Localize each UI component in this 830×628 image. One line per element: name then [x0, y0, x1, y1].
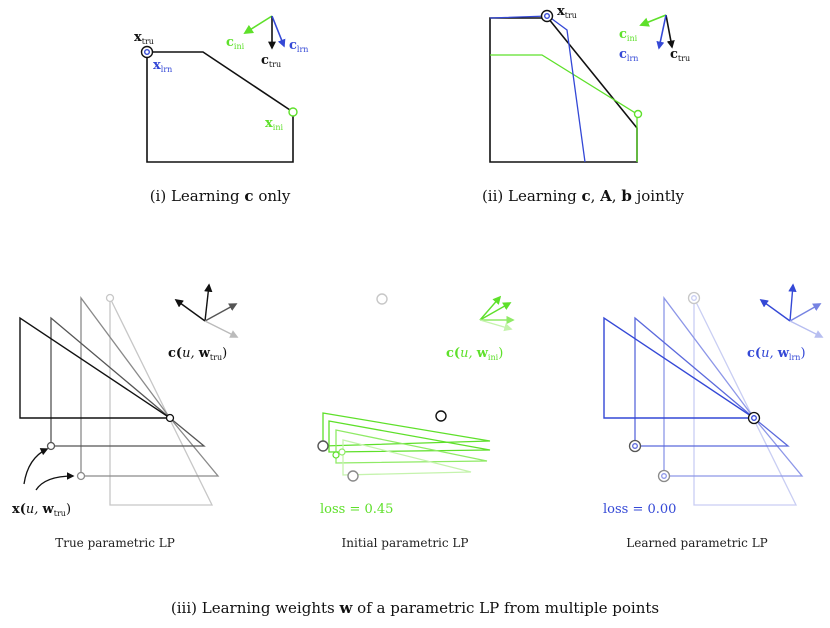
c-tru-label: ctru: [261, 53, 281, 69]
c-lrn-label: clrn: [289, 38, 308, 54]
c-ini-arrow-2: [479, 302, 512, 321]
panel-iii-true: c(u, wtru) x(u, wtru) True parametric LP: [12, 283, 239, 550]
c-lrn-arrow: [656, 14, 667, 50]
feasible-region-initial-3: [335, 429, 488, 464]
initial-solution-2: [338, 448, 346, 456]
c-tru-arrow: [665, 14, 675, 49]
panel-ii-caption: (ii) Learning c, A, b jointly: [482, 187, 685, 205]
c-lrn-arrow: [271, 15, 286, 48]
true-lp-caption: True parametric LP: [55, 536, 175, 550]
panel-i-caption: (i) Learning c only: [150, 187, 291, 205]
x-lrn-marker-inner: [143, 49, 150, 56]
c-lrn-arrow-4: [789, 320, 824, 338]
x-tru-label: xtru: [134, 30, 154, 46]
solution-point-1: [165, 413, 175, 423]
feasible-region-true: [146, 51, 294, 163]
feasible-region-learned-2: [634, 316, 790, 447]
c-ini-label: cini: [226, 35, 245, 51]
feasible-region-true-1: [19, 316, 173, 419]
panel-iii-initial: c(u, wini) loss = 0.45 Initial parametri…: [317, 293, 515, 550]
initial-point-true-4: [376, 293, 388, 305]
x-lrn-marker-inner: [544, 12, 551, 19]
x-lrn-label: xlrn: [153, 58, 172, 74]
learned-point-3-inner: [661, 473, 667, 479]
c-true-arrow-1: [174, 299, 206, 322]
c-ini-label: c(u, wini): [446, 346, 503, 362]
c-tru-label: ctru: [670, 47, 690, 63]
c-lrn-arrow-3: [789, 303, 822, 322]
c-true-arrow-3: [204, 303, 238, 322]
feasible-region-initial-1: [322, 412, 491, 447]
c-ini-arrow: [639, 14, 667, 27]
panel-i: xtru xlrn xini cini clrn ctru (i) Learni…: [134, 15, 308, 205]
learned-point-4-inner: [691, 295, 697, 301]
c-lrn-arrow-1: [759, 299, 791, 322]
feasible-region-initial: [490, 54, 638, 162]
solution-point-4: [105, 293, 115, 303]
c-true-arrow-2: [204, 283, 213, 322]
initial-solution-1: [332, 451, 340, 459]
feasible-region-initial-2: [328, 420, 491, 453]
x-ini-marker: [633, 109, 643, 119]
x-ini-label: xini: [265, 116, 283, 132]
c-ini-label: cini: [619, 27, 638, 43]
learned-lp-caption: Learned parametric LP: [626, 536, 767, 550]
learned-point-3-outer: [657, 469, 671, 483]
initial-lp-caption: Initial parametric LP: [342, 536, 469, 550]
loss-initial: loss = 0.45: [320, 502, 393, 517]
feasible-region-learned-4: [693, 297, 798, 506]
feasible-region-learned-1: [603, 316, 757, 419]
panel-ii: xtru cini clrn ctru (ii) Learning c, A, …: [482, 4, 690, 205]
x-tru-marker-outer: [140, 45, 154, 59]
feasible-region-initial-4: [342, 439, 472, 476]
c-true-arrow-4: [204, 320, 239, 338]
c-lrn-arrow-2: [788, 283, 797, 322]
figure-caption: (iii) Learning weights w of a parametric…: [171, 599, 659, 617]
x-ini-marker: [288, 107, 298, 117]
c-ini-arrow-4: [479, 319, 513, 332]
initial-point-true-3: [347, 470, 359, 482]
learned-point-1-inner: [751, 415, 757, 421]
c-ini-arrow: [243, 15, 273, 35]
feasible-region-true-3: [80, 296, 220, 477]
loss-learned: loss = 0.00: [603, 502, 676, 517]
learned-point-4-outer: [687, 291, 701, 305]
solution-point-2: [46, 441, 56, 451]
feasible-region-true: [489, 17, 638, 163]
initial-point-true-1: [435, 410, 447, 422]
x-true-label: x(u, wtru): [12, 502, 71, 518]
x-annotation-arrow-2: [35, 472, 75, 491]
learned-point-2-inner: [632, 443, 638, 449]
learned-point-1-outer: [747, 411, 761, 425]
x-tru-marker-outer: [540, 9, 554, 23]
x-annotation-arrow-1: [23, 448, 49, 485]
solution-point-3: [76, 471, 86, 481]
c-lrn-label: c(u, wlrn): [747, 346, 806, 362]
feasible-region-true-4: [109, 297, 214, 506]
x-tru-label: xtru: [557, 4, 577, 20]
initial-point-true-2: [317, 440, 329, 452]
panel-iii-learned: c(u, wlrn) loss = 0.00 Learned parametri…: [603, 283, 824, 550]
c-true-label: c(u, wtru): [168, 346, 227, 362]
feasible-region-learned: [489, 15, 586, 163]
feasible-region-learned-3: [663, 296, 804, 477]
c-ini-arrow-1: [479, 295, 502, 321]
feasible-region-true-2: [50, 316, 206, 447]
learned-point-2-outer: [628, 439, 642, 453]
c-lrn-label: clrn: [619, 47, 638, 63]
